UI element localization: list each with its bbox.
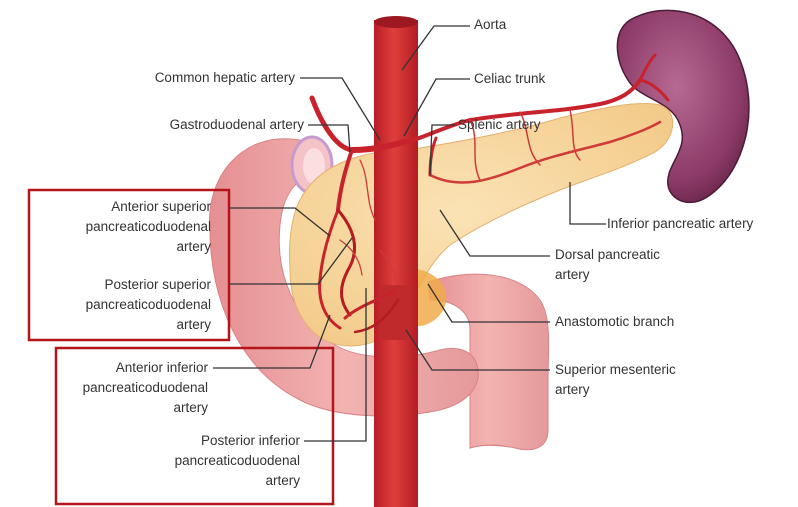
aorta-vessel [374,16,418,507]
label-posterior-superior-pancreaticoduodenal-artery: Posterior superior pancreaticoduodenal a… [86,275,211,335]
label-celiac-trunk: Celiac trunk [474,69,545,89]
label-anterior-superior-pancreaticoduodenal-artery: Anterior superior pancreaticoduodenal ar… [86,197,211,257]
label-anastomotic-branch: Anastomotic branch [555,312,674,332]
label-posterior-inferior-pancreaticoduodenal-artery: Posterior inferior pancreaticoduodenal a… [175,431,300,491]
label-anterior-inferior-pancreaticoduodenal-artery: Anterior inferior pancreaticoduodenal ar… [83,358,208,418]
label-aorta: Aorta [474,15,506,35]
label-superior-mesenteric-artery: Superior mesenteric artery [555,360,676,400]
label-common-hepatic-artery: Common hepatic artery [155,68,295,88]
label-inferior-pancreatic-artery: Inferior pancreatic artery [607,214,753,234]
label-dorsal-pancreatic-artery: Dorsal pancreatic artery [555,245,660,285]
label-gastroduodenal-artery: Gastroduodenal artery [170,115,304,135]
label-splenic-artery: Splenic artery [458,115,541,135]
